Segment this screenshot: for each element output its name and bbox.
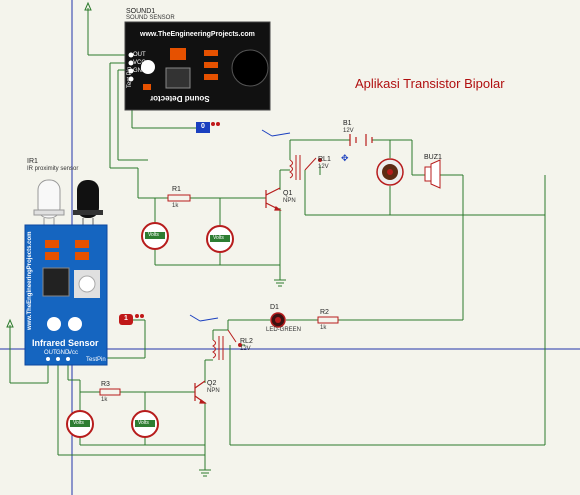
q1-label: Q1	[283, 190, 293, 197]
ir-pin-gnd[interactable]	[56, 357, 60, 361]
page-title: Aplikasi Transistor Bipolar	[355, 76, 505, 91]
logic-probe-0-body[interactable]	[196, 122, 210, 133]
motor-icon[interactable]	[376, 158, 404, 186]
voltmeter-3-unit: Volts	[73, 420, 84, 426]
ir-emitter-led-icon	[37, 179, 61, 219]
resistor-pad-icon	[143, 84, 151, 90]
ir-mount-hole-icon	[68, 317, 82, 331]
r1-label: R1	[172, 186, 181, 193]
rl1-label: RL1	[318, 156, 331, 163]
rl2-label: RL2	[240, 338, 253, 345]
ir-module-label: Infrared Sensor	[32, 338, 99, 348]
r3-value: 1k	[101, 397, 108, 403]
resistor-pad-icon	[204, 62, 218, 68]
junction-marker-icon: ✥	[341, 153, 349, 163]
logic-probe-1[interactable]	[119, 314, 144, 325]
vcc-arrow-top	[84, 1, 92, 11]
ir-pin-vcc-label: Vcc	[68, 350, 79, 356]
ir-potentiometer-icon	[78, 275, 96, 293]
ir-pin-out-label: OUT	[44, 350, 57, 356]
resistor-pad-icon	[204, 50, 218, 56]
voltmeter-3[interactable]	[66, 410, 94, 438]
sound-module-label: Sound Detector	[150, 94, 210, 103]
buzzer-buz1[interactable]	[424, 159, 441, 189]
logic-probe-1-body[interactable]	[119, 314, 133, 325]
r2-label: R2	[320, 309, 329, 316]
resistor-r3[interactable]	[99, 388, 121, 396]
ir-pin-vcc[interactable]	[66, 357, 70, 361]
logic-probe-0-value: 0	[201, 123, 205, 130]
battery-b1[interactable]	[349, 134, 373, 146]
sound-pin-out-label: OUT	[133, 52, 146, 58]
ir-resistor-pad-icon	[45, 240, 59, 248]
logic-probe-0[interactable]	[196, 122, 220, 133]
sound-pin-test-label: Test Pin	[127, 66, 133, 88]
ir-pin-gnd-label: GND	[56, 350, 70, 356]
resistor-pad-icon	[170, 48, 186, 60]
ir-resistor-pad-icon	[45, 252, 59, 260]
ir-sensor-module[interactable]	[24, 179, 108, 366]
sound-pin-out[interactable]	[128, 52, 134, 58]
q1-value: NPN	[283, 198, 296, 204]
voltmeter-2[interactable]	[206, 225, 234, 253]
vcc-arrow-left	[6, 318, 14, 328]
ir-resistor-pad-icon	[75, 240, 89, 248]
ir-ic-chip-icon	[42, 267, 70, 297]
r1-value: 1k	[172, 203, 179, 209]
sound-pin-test[interactable]	[128, 76, 134, 82]
d1-label: D1	[270, 304, 279, 311]
relay-indicator-rl1	[261, 129, 291, 137]
ir-module-ref: IR1	[27, 158, 38, 165]
resistor-pad-icon	[204, 74, 218, 80]
relay-rl1[interactable]	[289, 155, 322, 180]
b1-label: B1	[343, 120, 352, 127]
voltmeter-4-unit: Volts	[138, 420, 149, 426]
led-d1[interactable]	[270, 312, 286, 328]
buz1-label: BUZ1	[424, 154, 442, 161]
sound-pin-vcc-label: VCC	[133, 60, 146, 66]
ir-mount-hole-icon	[47, 317, 61, 331]
voltmeter-4[interactable]	[131, 410, 159, 438]
sound-sensor-module[interactable]	[124, 21, 271, 111]
microphone-icon	[231, 49, 269, 87]
ir-receiver-led-icon	[77, 180, 99, 218]
sound-module-subtitle: SOUND SENSOR	[126, 15, 175, 21]
voltmeter-1-unit: Volts	[148, 232, 159, 238]
voltmeter-2-unit: Volts	[213, 235, 224, 241]
voltmeter-1[interactable]	[141, 222, 169, 250]
sound-pin-gnd[interactable]	[128, 68, 134, 74]
transistor-q1[interactable]	[265, 187, 282, 211]
wires	[9, 8, 546, 470]
ir-resistor-pad-icon	[75, 252, 89, 260]
sound-module-ref: SOUND1	[126, 8, 156, 15]
d1-value: LED-GREEN	[266, 327, 302, 333]
ground-symbol-q2	[199, 469, 211, 477]
ground-symbol-q1	[274, 279, 286, 287]
resistor-r2[interactable]	[317, 316, 339, 324]
r2-value: 1k	[320, 325, 327, 331]
transistor-q2[interactable]	[194, 380, 207, 404]
ir-emitter-base	[33, 209, 65, 216]
rl1-value: 12V	[318, 164, 329, 170]
sound-pin-vcc[interactable]	[128, 60, 134, 66]
logic-probe-1-value: 1	[124, 315, 128, 322]
r3-label: R3	[101, 381, 110, 388]
ir-module-subtitle: IR proximity sensor	[27, 166, 79, 172]
sound-module-url: www.TheEngineeringProjects.com	[140, 31, 255, 38]
relay-indicator-rl2	[189, 314, 219, 322]
q2-label: Q2	[207, 380, 217, 387]
ir-pin-test-label: TestPin	[86, 357, 106, 363]
b1-value: 12V	[343, 128, 354, 134]
potentiometer-icon	[141, 60, 155, 74]
ir-receiver-base	[73, 210, 103, 215]
ir-module-url: www.TheEngineeringProjects.com	[27, 231, 33, 330]
ic-chip-icon	[165, 67, 191, 89]
relay-rl2[interactable]	[212, 329, 242, 360]
ir-pin-out[interactable]	[46, 357, 50, 361]
resistor-r1[interactable]	[167, 194, 191, 202]
q2-value: NPN	[207, 388, 220, 394]
sound-pin-gnd-label: GND	[133, 68, 147, 74]
rl2-value: 12V	[240, 346, 251, 352]
